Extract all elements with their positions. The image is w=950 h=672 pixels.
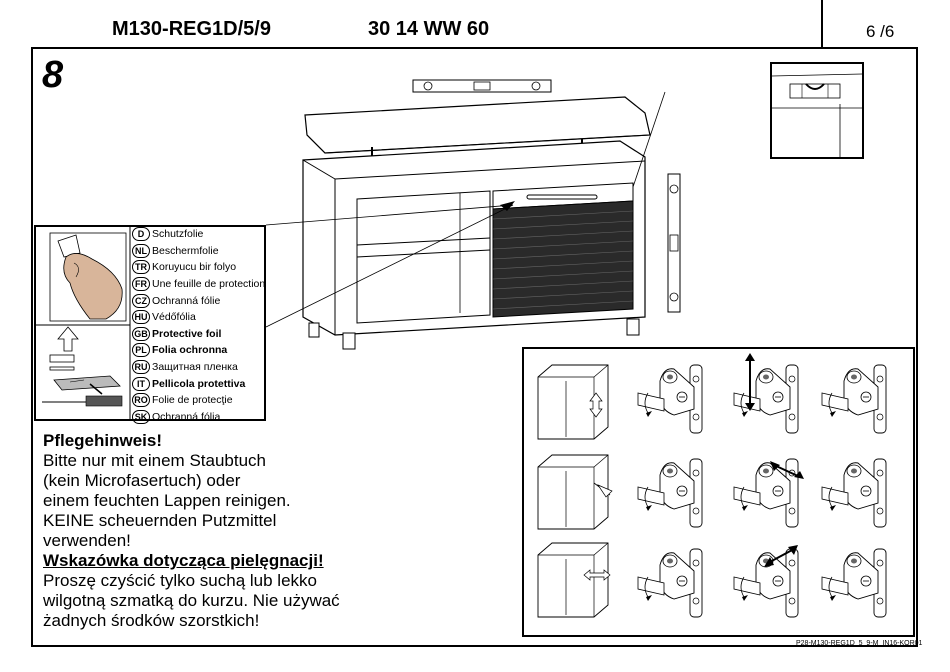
lang-code-badge: IT	[132, 376, 150, 391]
care-line-pl: wilgotną szmatką do kurzu. Nie używać	[43, 591, 340, 610]
care-line-pl: Proszę czyścić tylko suchą lub lekko	[43, 571, 317, 590]
care-line-de: verwenden!	[43, 531, 131, 550]
care-line-pl: żadnych środków szorstkich!	[43, 611, 260, 630]
lang-text: Koruyucu bir folyo	[152, 261, 237, 274]
care-heading-de: Pflegehinweis!	[43, 431, 163, 450]
lang-text: Ochranná fólia	[152, 410, 221, 423]
lang-code-badge: CZ	[132, 293, 150, 308]
lang-text: Une feuille de protection	[152, 278, 266, 291]
page-number: 6 /6	[866, 22, 895, 41]
care-line-de: (kein Microfasertuch) oder	[43, 471, 241, 490]
lang-code-badge: D	[132, 227, 150, 242]
lang-text: Защитная пленка	[152, 361, 238, 374]
detail-zoom-box	[770, 62, 864, 159]
level-tool-icon	[412, 79, 552, 93]
drawer-handle-detail-icon	[771, 73, 863, 157]
lang-code-badge: PL	[132, 343, 150, 358]
lang-text: Ochranná fólie	[152, 294, 221, 307]
instruction-frame	[31, 47, 918, 647]
care-line-de: Bitte nur mit einem Staubtuch	[43, 451, 267, 470]
model-number: M130-REG1D/5/9	[112, 18, 271, 40]
lang-text: Beschermfolie	[152, 244, 219, 257]
cutter-knife-icon	[42, 375, 123, 407]
lang-code-badge: HU	[132, 310, 150, 325]
lang-code-badge: GB	[132, 326, 150, 341]
care-heading-pl: Wskazówka dotycząca pielęgnacji!	[43, 551, 324, 570]
lang-code-badge: RU	[132, 360, 150, 375]
vertical-level-icon	[667, 173, 681, 313]
lang-text: Folie de protecţie	[152, 394, 233, 407]
lang-text: Pellicola protettiva	[152, 377, 246, 390]
care-line-de: KEINE scheuernden Putzmittel	[43, 511, 277, 530]
lang-text: Schutzfolie	[152, 228, 204, 241]
care-line-de: einem feuchten Lappen reinigen.	[43, 491, 291, 510]
lang-code-badge: NL	[132, 243, 150, 258]
lang-code-badge: RO	[132, 393, 150, 408]
lang-code-badge: FR	[132, 277, 150, 292]
document-code: P28-M130-REG1D_5_9-M_IN16-KOR01	[796, 640, 923, 647]
header-divider	[821, 0, 823, 47]
article-code: 30 14 WW 60	[368, 18, 490, 40]
lang-code-badge: TR	[132, 260, 150, 275]
hand-peeling-foil-icon	[36, 227, 131, 419]
care-instructions: Pflegehinweis! Bitte nur mit einem Staub…	[43, 431, 503, 631]
lang-text: Protective foil	[152, 327, 222, 340]
sideboard-drawing	[265, 91, 666, 350]
step-number: 8	[42, 54, 64, 96]
lang-text: Folia ochronna	[152, 344, 228, 357]
lang-code-badge: SK	[132, 409, 150, 424]
hinge-adjustment-diagram	[537, 353, 887, 618]
lang-text: Védőfólia	[152, 311, 196, 324]
